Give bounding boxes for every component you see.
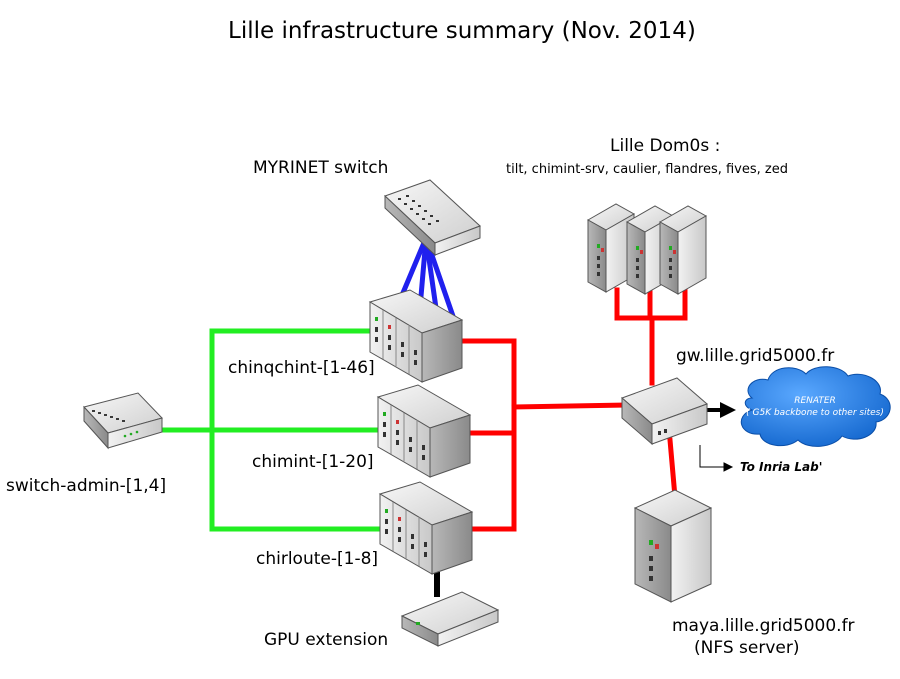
inria-lab-label: To Inria Lab' bbox=[740, 460, 823, 474]
gateway-label: gw.lille.grid5000.fr bbox=[676, 346, 835, 366]
prod-link-gateway bbox=[511, 402, 628, 410]
dom0s-list-label: tilt, chimint-srv, caulier, flandres, fi… bbox=[506, 162, 788, 177]
inria-arrow bbox=[699, 445, 734, 472]
gpu-extension-label: GPU extension bbox=[264, 630, 389, 650]
tower-server-maya-icon bbox=[633, 489, 713, 603]
myrinet-links bbox=[397, 235, 458, 325]
renater-arrow bbox=[706, 402, 736, 418]
renater-label: RENATER bbox=[794, 396, 836, 406]
production-network-links bbox=[457, 287, 688, 532]
myrinet-switch-icon bbox=[384, 179, 481, 257]
cloud-icon bbox=[740, 366, 891, 447]
maya-role-label: (NFS server) bbox=[694, 638, 800, 658]
cluster-chinqchint-icon bbox=[368, 289, 464, 383]
cluster-chimint-icon bbox=[376, 384, 472, 478]
page-title: Lille infrastructure summary (Nov. 2014) bbox=[228, 18, 696, 44]
chimint-label: chimint-[1-20] bbox=[252, 452, 374, 472]
gpu-box-icon bbox=[400, 591, 500, 647]
switch-admin-label: switch-admin-[1,4] bbox=[6, 476, 167, 496]
router-icon bbox=[621, 377, 708, 446]
cluster-chirloute-icon bbox=[378, 481, 474, 575]
renater-sub-label: ( G5K backbone to other sites) bbox=[746, 408, 884, 418]
network-switch-icon bbox=[83, 392, 163, 450]
dom0s-title-label: Lille Dom0s : bbox=[610, 136, 721, 156]
myrinet-switch-label: MYRINET switch bbox=[253, 158, 389, 178]
maya-label: maya.lille.grid5000.fr bbox=[672, 616, 855, 636]
chirloute-label: chirloute-[1-8] bbox=[256, 549, 379, 569]
tower-server-icon bbox=[658, 205, 708, 295]
chinqchint-label: chinqchint-[1-46] bbox=[228, 358, 375, 378]
prod-link-maya bbox=[667, 437, 678, 500]
